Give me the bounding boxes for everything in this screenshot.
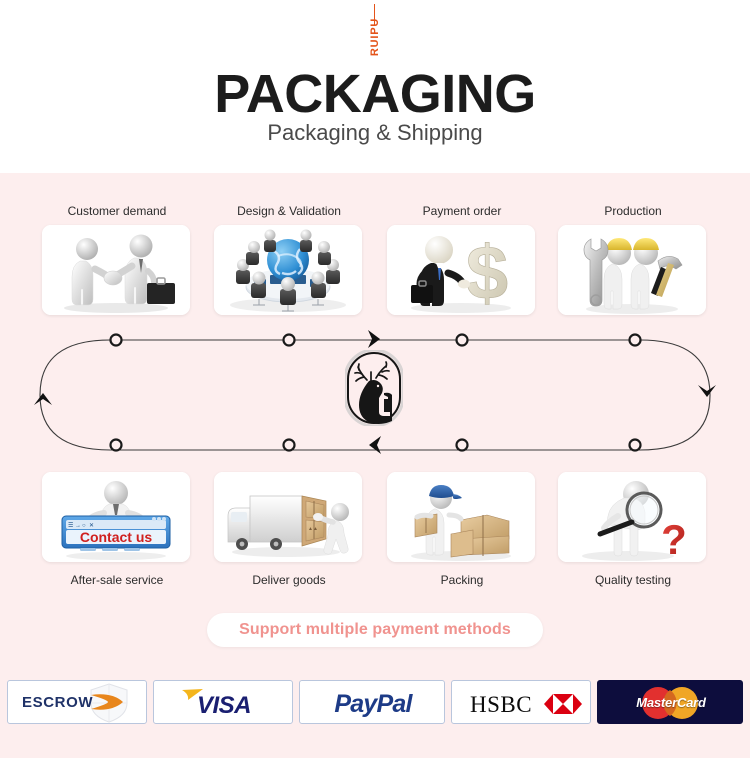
page-subtitle: Packaging & Shipping xyxy=(267,120,483,145)
visa-logo[interactable]: VISA xyxy=(153,680,293,724)
visa-label: VISA xyxy=(196,692,252,719)
card-label-payment-order: Payment order xyxy=(422,204,502,218)
process-card-customer-demand[interactable] xyxy=(42,225,190,315)
deer-head-logo xyxy=(345,350,403,426)
card-label-design-validation: Design & Validation xyxy=(237,204,341,218)
workers-tools-icon xyxy=(558,225,706,315)
page-title: PACKAGING xyxy=(214,64,536,124)
chevron-up-icon xyxy=(34,393,52,405)
svg-text:☰: ☰ xyxy=(68,522,73,529)
arrow-left-icon xyxy=(369,436,381,454)
flow-track xyxy=(39,339,711,451)
svg-text:○: ○ xyxy=(82,523,86,529)
mastercard-circles-icon xyxy=(642,687,698,719)
payment-methods-label: Support multiple payment methods xyxy=(239,621,511,638)
mastercard-label: MasterCard xyxy=(636,695,706,710)
card-label-packing: Packing xyxy=(440,573,484,587)
card-label-after-sale-service: After-sale service xyxy=(70,573,164,587)
globe-meeting-icon xyxy=(214,225,362,315)
card-label-deliver-goods: Deliver goods xyxy=(252,573,326,587)
svg-text:▲▲: ▲▲ xyxy=(308,526,318,532)
flow-nodes-bottom xyxy=(109,438,642,452)
svg-text:$: $ xyxy=(466,231,508,315)
svg-text:?: ? xyxy=(661,516,687,562)
process-card-production[interactable] xyxy=(558,225,706,315)
hsbc-label: HSBC xyxy=(470,692,533,717)
handshake-icon xyxy=(42,225,190,315)
process-card-deliver-goods[interactable]: ▲▲ xyxy=(214,472,362,562)
process-card-packing[interactable] xyxy=(387,472,535,562)
delivery-truck-icon: ▲▲ xyxy=(214,472,362,562)
process-card-payment-order[interactable]: $ xyxy=(387,225,535,315)
payment-methods-badge: Support multiple payment methods xyxy=(207,613,543,647)
brand-divider-line xyxy=(374,4,375,26)
payment-logos-row: ESCROW VISA PayPal HSBC Mas xyxy=(0,678,750,726)
svg-text:Contact us: Contact us xyxy=(80,529,153,545)
process-card-after-sale-service[interactable]: ☰ → ○ ✕ Contact us xyxy=(42,472,190,562)
brand-name: RUIPU xyxy=(369,17,381,57)
header-section: RUIPU PACKAGING Packaging & Shipping xyxy=(0,0,750,173)
hsbc-hexagon-icon xyxy=(544,694,582,714)
arrow-right-icon xyxy=(368,330,380,348)
magnifier-question-icon: ? xyxy=(558,472,706,562)
dollar-businessman-icon: $ xyxy=(387,225,535,315)
svg-text:✕: ✕ xyxy=(89,523,94,529)
hsbc-logo[interactable]: HSBC xyxy=(451,680,591,724)
process-card-design-validation[interactable] xyxy=(214,225,362,315)
flow-nodes-top xyxy=(109,333,642,347)
process-card-quality-testing[interactable]: ? xyxy=(558,472,706,562)
visa-swoosh-icon xyxy=(182,689,203,700)
process-flow-diagram xyxy=(34,330,716,454)
escrow-swoosh-icon xyxy=(91,694,123,710)
card-label-production: Production xyxy=(604,204,662,218)
packing-boxes-icon xyxy=(387,472,535,562)
contact-us-icon: ☰ → ○ ✕ Contact us xyxy=(42,472,190,562)
escrow-label: ESCROW xyxy=(22,694,94,711)
card-label-quality-testing: Quality testing xyxy=(594,573,672,587)
brand-mark: RUIPU xyxy=(361,4,389,62)
chevron-down-icon xyxy=(698,385,716,397)
paypal-label: PayPal xyxy=(334,690,412,718)
escrow-logo[interactable]: ESCROW xyxy=(7,680,147,724)
svg-text:→: → xyxy=(75,523,81,529)
mastercard-logo[interactable]: MasterCard xyxy=(597,680,743,724)
card-label-customer-demand: Customer demand xyxy=(67,204,167,218)
paypal-logo[interactable]: PayPal xyxy=(299,680,445,724)
